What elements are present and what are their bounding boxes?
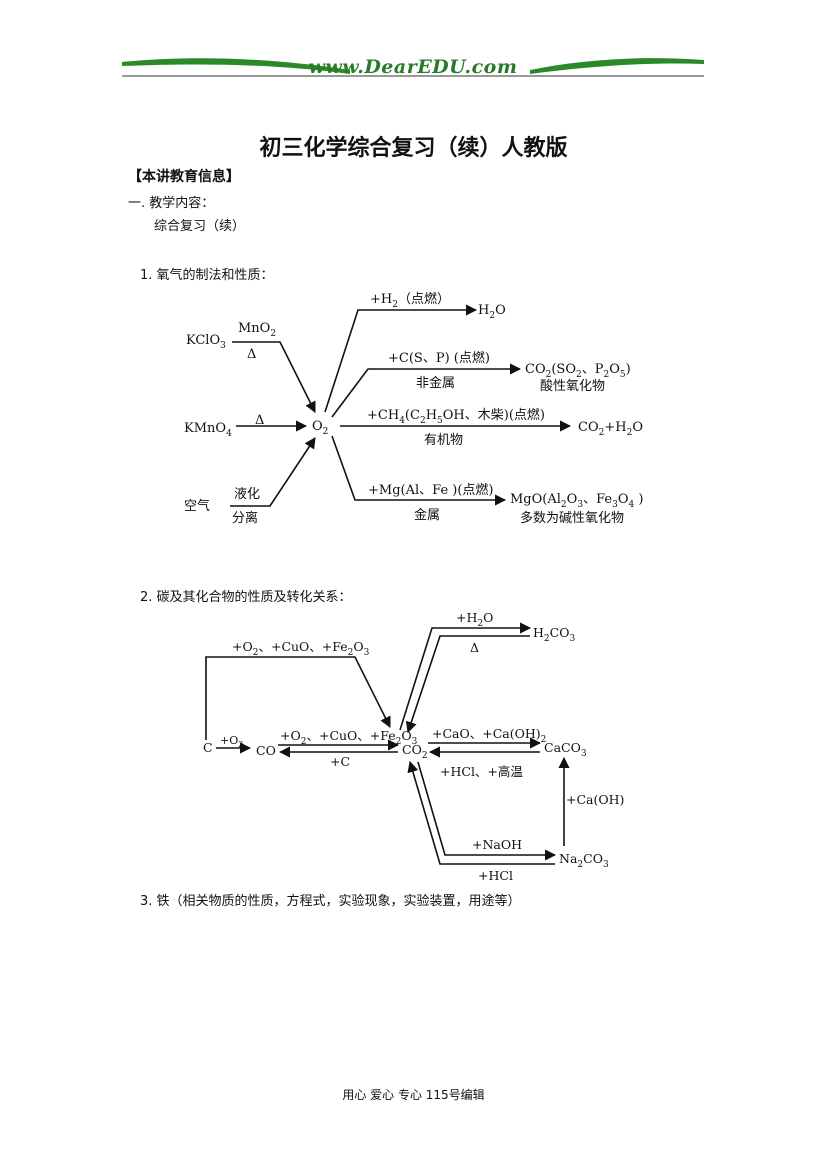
oxygen-diagram: KClO3 MnO2 Δ KMnO4 Δ 空气 液化 分离 O2 +H2（点燃）… bbox=[184, 291, 643, 526]
air-label: 空气 bbox=[184, 498, 210, 514]
h2co3-label: H2CO3 bbox=[533, 625, 575, 644]
section-heading: 【本讲教育信息】 bbox=[128, 169, 240, 185]
co-label: CO bbox=[256, 743, 276, 758]
hcl-condition: +HCl bbox=[478, 868, 513, 883]
page-title: 初三化学综合复习（续）人教版 bbox=[259, 135, 568, 161]
carbon-diagram: +O2、+CuO、+Fe2O3 C +O2 CO +O2、+CuO、+Fe2O3… bbox=[203, 610, 625, 883]
co2-co-condition: +C bbox=[330, 754, 350, 769]
kmno4-label: KMnO4 bbox=[184, 421, 232, 439]
r2-product: CO2(SO2、P2O5) bbox=[525, 362, 631, 380]
point-1: 1. 氧气的制法和性质： bbox=[140, 268, 274, 283]
r2-type: 非金属 bbox=[416, 375, 455, 391]
caco3-condition: +CaO、+Ca(OH)2 bbox=[432, 726, 546, 745]
caco3-label: CaCO3 bbox=[544, 740, 587, 759]
top-condition: +O2、+CuO、+Fe2O3 bbox=[232, 639, 370, 658]
co2-label: CO2 bbox=[402, 742, 428, 761]
separate-label: 分离 bbox=[232, 510, 258, 526]
r3-condition: +CH4(C2H5OH、木柴)(点燃) bbox=[367, 407, 545, 426]
point-2: 2. 碳及其化合物的性质及转化关系： bbox=[140, 590, 352, 605]
r4-note: 多数为碱性氧化物 bbox=[520, 510, 624, 526]
r3-type: 有机物 bbox=[424, 433, 463, 448]
co-co2-condition: +O2、+CuO、+Fe2O3 bbox=[280, 728, 418, 747]
caoh2-condition: +Ca(OH)2 bbox=[566, 792, 625, 811]
h2o-condition: +H2O bbox=[456, 610, 493, 629]
r2-note: 酸性氧化物 bbox=[540, 379, 605, 394]
header-logo: www.DearEDU.com bbox=[120, 50, 706, 84]
point-3: 3. 铁（相关物质的性质，方程式，实验现象，实验装置，用途等） bbox=[140, 894, 521, 909]
r4-type: 金属 bbox=[414, 507, 440, 523]
header-swoosh bbox=[122, 58, 704, 77]
r3-product: CO2+H2O bbox=[578, 420, 643, 438]
r4-condition: +Mg(Al、Fe )(点燃) bbox=[368, 482, 494, 498]
logo-text: www.DearEDU.com bbox=[308, 56, 518, 78]
item-one: 一. 教学内容： bbox=[128, 196, 215, 211]
delta-label-3: Δ bbox=[470, 640, 479, 655]
o2-label: O2 bbox=[312, 419, 328, 437]
liquefy-label: 液化 bbox=[234, 487, 260, 502]
c-co-condition: +O2 bbox=[220, 734, 243, 749]
item-one-sub: 综合复习（续） bbox=[154, 219, 246, 234]
r1-product: H2O bbox=[478, 303, 506, 321]
kclo3-label: KClO3 bbox=[186, 333, 226, 351]
delta-label-1: Δ bbox=[247, 347, 256, 362]
r2-condition: +C(S、P) (点燃) bbox=[388, 350, 490, 366]
delta-label-2: Δ bbox=[255, 413, 264, 428]
r1-condition: +H2（点燃） bbox=[370, 291, 450, 310]
r4-product: MgO(Al2O3、Fe3O4 ) bbox=[510, 492, 643, 510]
mno2-label: MnO2 bbox=[238, 321, 276, 339]
caco3-back-condition: +HCl、+高温 bbox=[440, 764, 523, 779]
na2co3-label: Na2CO3 bbox=[559, 851, 609, 870]
footer: 用心 爱心 专心 115号编辑 bbox=[342, 1088, 485, 1102]
naoh-condition: +NaOH bbox=[472, 837, 522, 852]
carbon-label: C bbox=[203, 740, 213, 755]
